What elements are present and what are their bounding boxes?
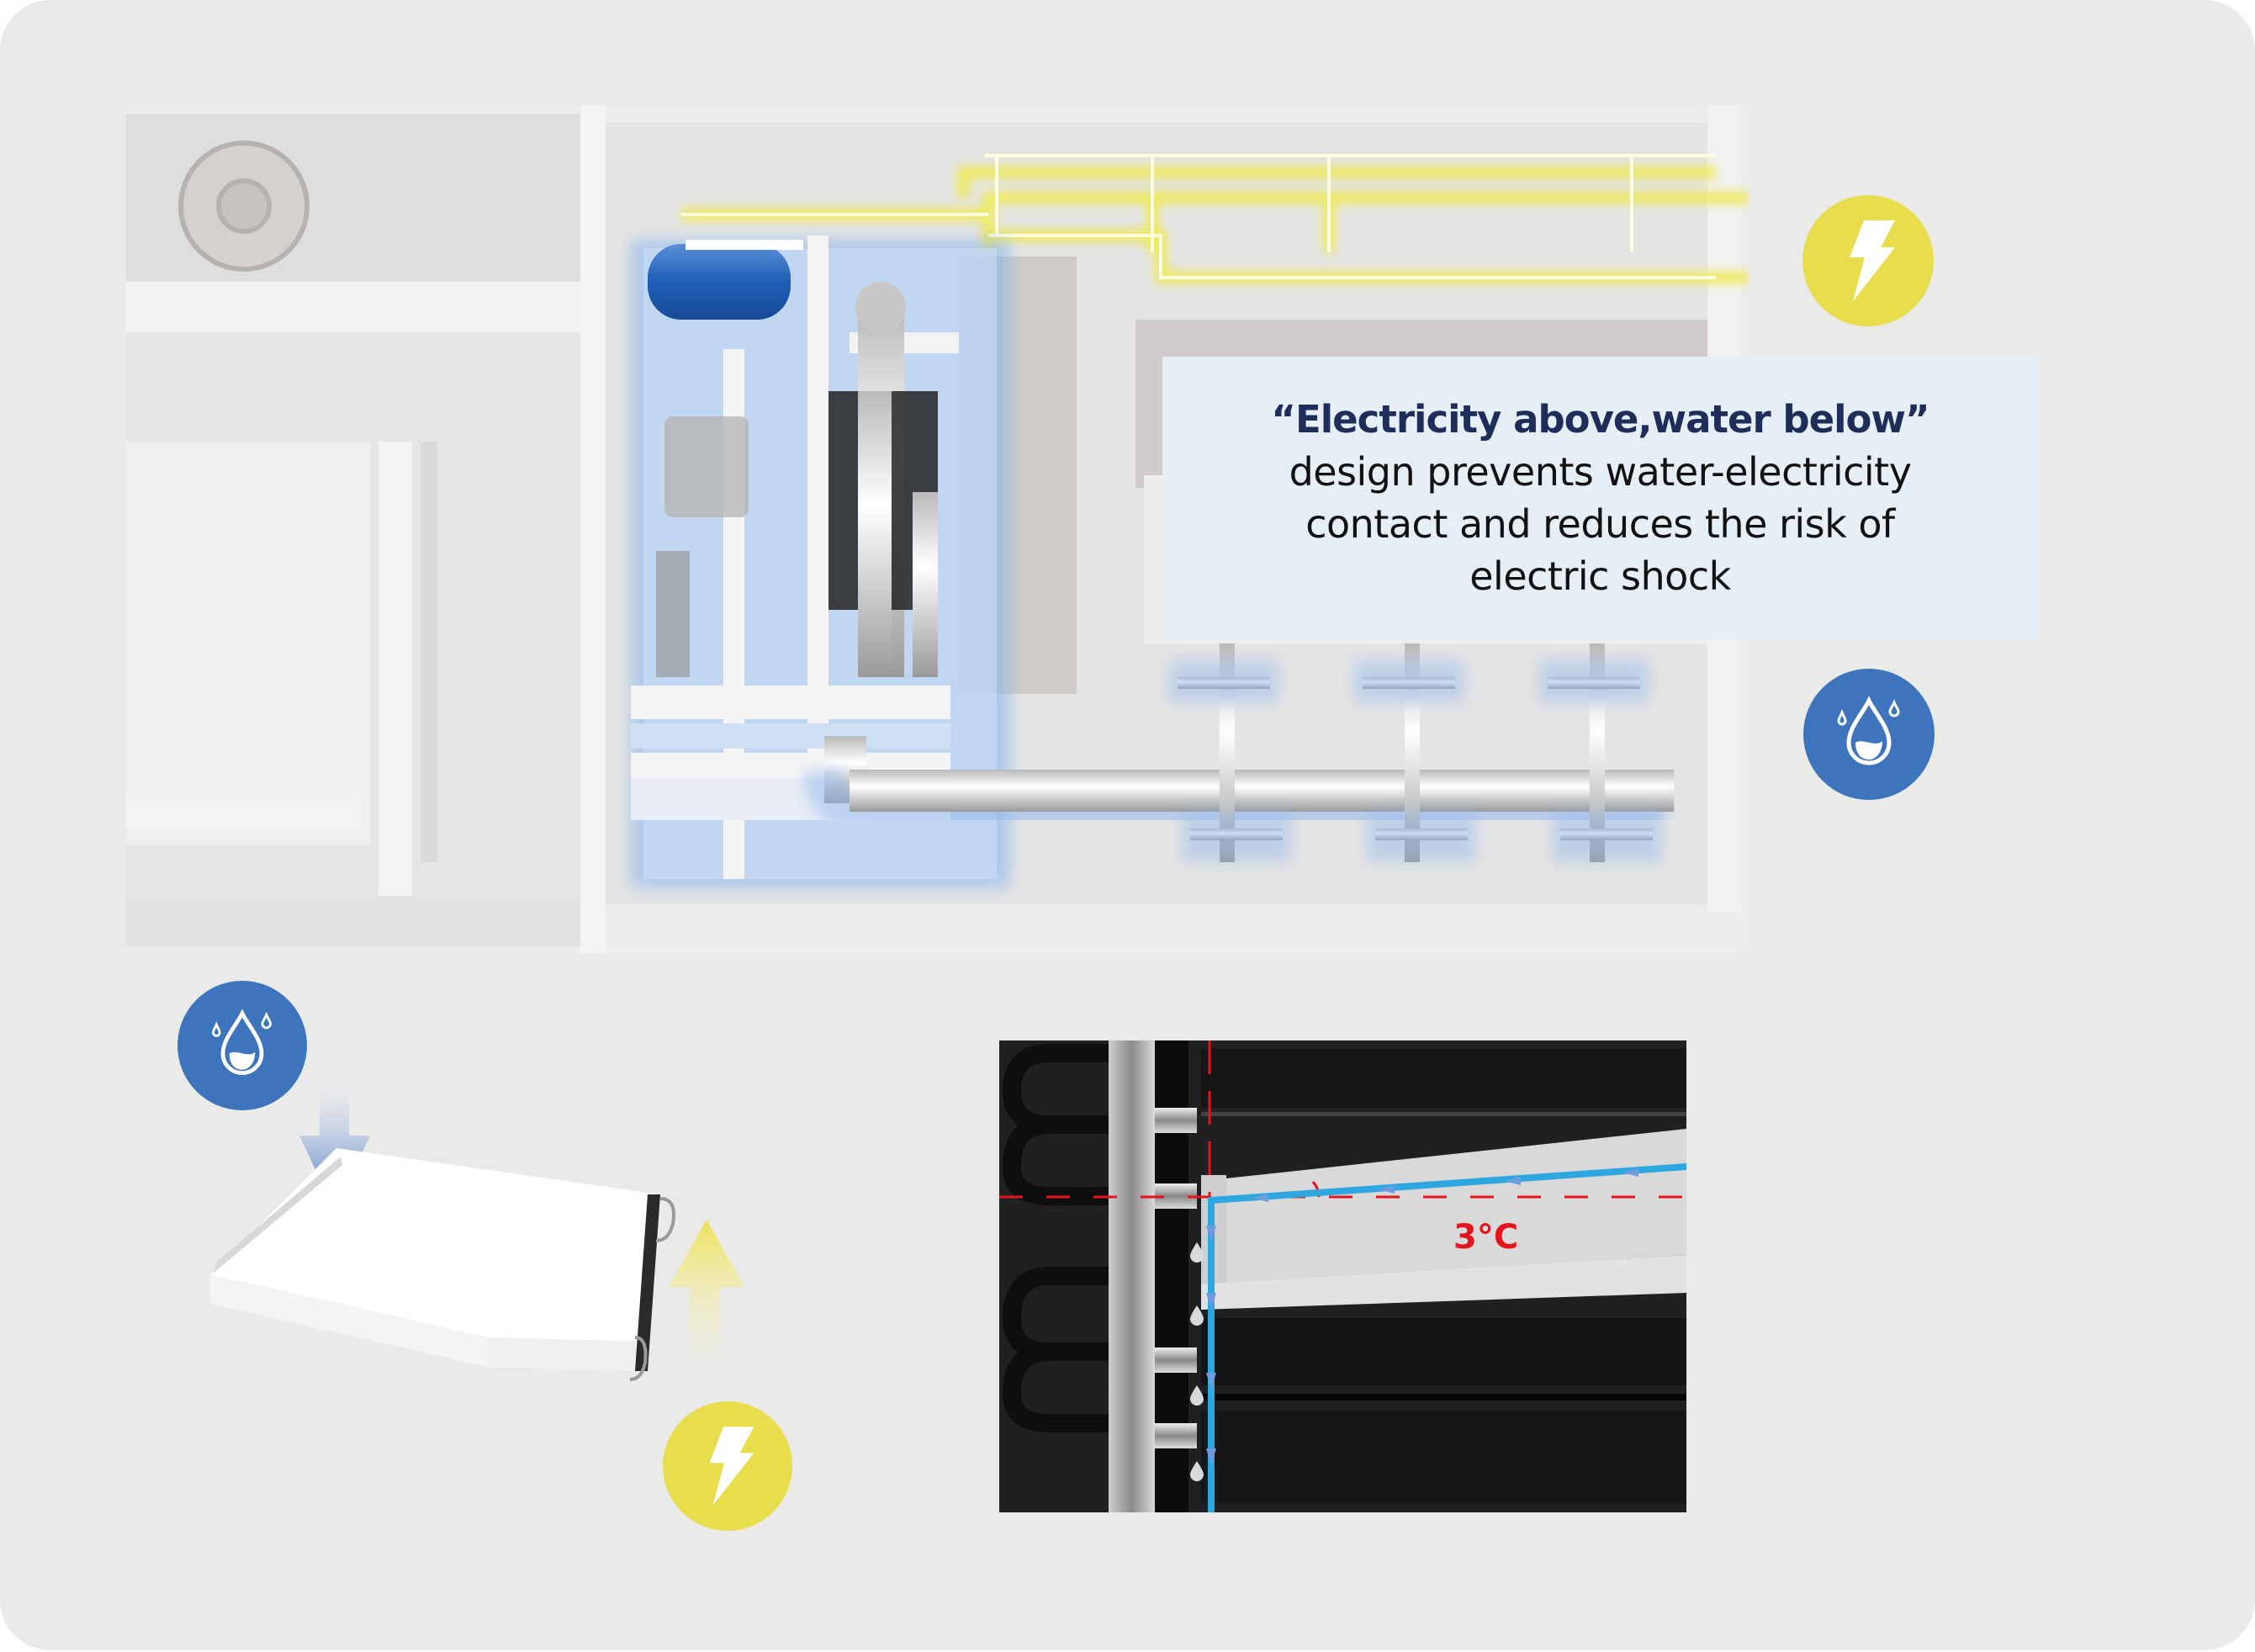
electricity-icon bbox=[1850, 220, 1895, 301]
water-flow-path bbox=[1208, 1163, 1686, 1512]
callout-body-line: electric shock bbox=[1469, 553, 1731, 599]
water-badge bbox=[1803, 669, 1935, 800]
callout-body-line: contact and reduces the risk of bbox=[1305, 500, 1895, 547]
electricity-icon bbox=[709, 1427, 754, 1506]
tray-water-badge bbox=[177, 981, 307, 1110]
rack-leak-detail bbox=[999, 1040, 1686, 1512]
callout-body-line: design prevents water-electricity bbox=[1289, 448, 1912, 495]
tilt-angle-label: 3°C bbox=[1453, 1218, 1519, 1257]
water-droplets bbox=[1190, 1242, 1204, 1481]
cooling-unit-illustration bbox=[126, 105, 1749, 953]
water-inlet-arrow bbox=[299, 1085, 370, 1211]
callout-headline: “Electricity above,water below” bbox=[1271, 396, 1929, 442]
fan-icon bbox=[178, 140, 310, 272]
flow-arrows bbox=[1206, 1168, 1638, 1465]
callout-box: “Electricity above,water below” design p… bbox=[1162, 357, 2038, 638]
water-drop-icon bbox=[1837, 696, 1900, 765]
power-arrow bbox=[669, 1220, 744, 1354]
water-drop-icon bbox=[212, 1009, 272, 1075]
electricity-badge bbox=[1802, 195, 1934, 326]
tray-electricity-badge bbox=[663, 1401, 792, 1531]
server-tray-illustration bbox=[210, 1085, 799, 1438]
